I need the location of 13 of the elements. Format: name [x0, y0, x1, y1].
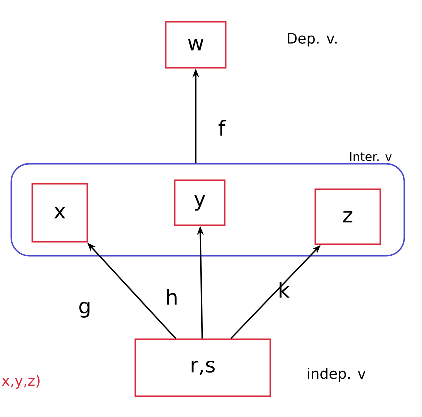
side-label: Dep. v. — [288, 33, 337, 47]
edge-label: h — [167, 289, 177, 305]
variable-box: y — [174, 180, 226, 226]
edge-label: f — [218, 120, 226, 136]
variable-box: z — [314, 188, 382, 246]
edge-label: g — [80, 302, 90, 318]
node-label: Inter. v — [350, 152, 392, 162]
variable-box: x — [32, 183, 88, 243]
variable-box: w — [165, 21, 227, 69]
variable-box: r,s — [134, 338, 272, 398]
edge-label: k — [280, 282, 290, 298]
side-label: x,y,z) — [2, 375, 40, 389]
side-label: indep. v — [308, 368, 366, 382]
